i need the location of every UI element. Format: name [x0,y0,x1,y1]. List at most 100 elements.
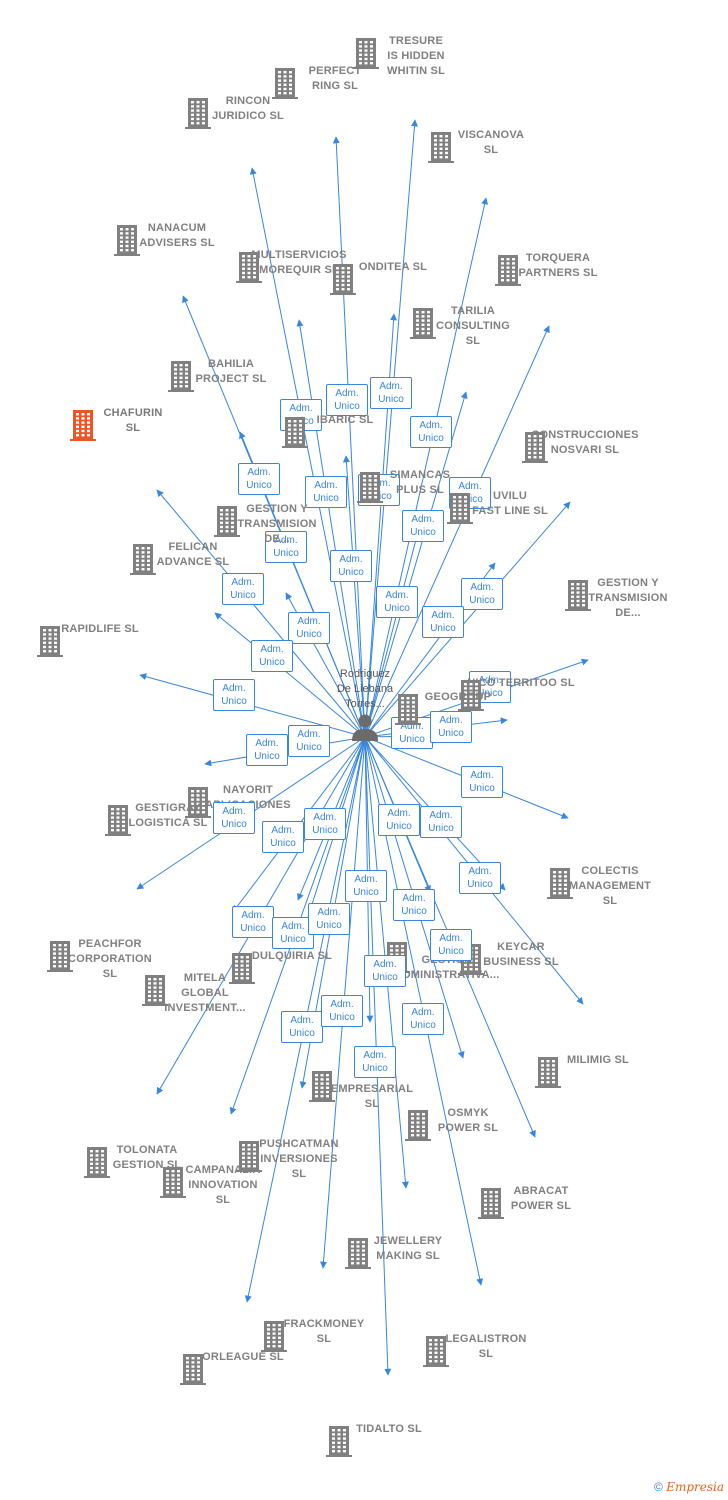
company-node-multiservicios[interactable]: MULTISERVICIOS MOREQUIR SL [234,248,364,283]
building-icon [105,805,131,836]
company-node-uvilu[interactable]: UVILU FAST LINE SL [445,489,575,524]
role-badge-tarilia[interactable]: Adm. Unico [402,510,444,542]
building-icon [130,544,156,575]
role-badge-dad-gestion[interactable]: Adm. Unico [420,806,462,838]
company-node-chafurin[interactable]: CHAFURIN SL [68,406,198,441]
company-node-legalistron[interactable]: LEGALISTRON SL [421,1332,551,1367]
role-badge-tolonata[interactable]: Adm. Unico [393,889,435,921]
company-node-frackmoney[interactable]: FRACKMONEY SL [259,1317,389,1352]
company-label: TORQUERA PARTNERS SL [518,252,598,279]
edge-multiservicios [296,319,366,738]
company-node-felican[interactable]: FELICAN ADVANCE SL [128,540,258,575]
company-node-tidalto[interactable]: TIDALTO SL [324,1422,454,1457]
company-node-tarilia[interactable]: TARILIA CONSULTING SL [408,304,538,349]
role-badge-chafurin[interactable]: Adm. Unico [222,573,264,605]
company-node-onditea[interactable]: ONDITEA SL [328,260,458,295]
company-label: GESTIGRAY LOGISTICA SL [128,802,208,829]
company-node-dulquiria[interactable]: DULQUIRIA SL [227,949,357,984]
company-label: FELICAN ADVANCE SL [156,541,230,568]
company-label: FRACKMONEY SL [283,1318,365,1345]
center-person-node[interactable]: Rodriguez De Liebana Torres... [310,667,420,747]
role-badge-keycar[interactable]: Adm. Unico [304,808,346,840]
role-badge-nayorit[interactable]: Adm. Unico [246,734,288,766]
role-badge-tresure[interactable]: Adm. Unico [370,377,412,409]
role-badge-osmyk[interactable]: Adm. Unico [308,903,350,935]
company-node-viscanova[interactable]: VISCANOVA SL [426,128,556,163]
edge-tarilia [364,391,468,738]
role-badge-bahilia[interactable]: Adm. Unico [265,531,307,563]
building-icon [547,868,573,899]
role-badge-construcciones[interactable]: Adm. Unico [461,578,503,610]
edge-ibaric [342,455,366,738]
company-node-milimig[interactable]: MILIMIG SL [533,1053,663,1088]
company-label: NANACUM ADVISERS SL [139,222,215,249]
role-badge-rm-empresarial[interactable]: Adm. Unico [345,870,387,902]
role-badge-mitela[interactable]: Adm. Unico [378,804,420,836]
edge-torquera [364,325,550,738]
person-name: Rodriguez De Liebana Torres... [336,668,394,710]
role-badge-colectis[interactable]: Adm. Unico [461,766,503,798]
role-badge-dulquiria[interactable]: Adm. Unico [262,821,304,853]
company-node-abracat[interactable]: ABRACAT POWER SL [476,1184,606,1219]
company-node-jewellery[interactable]: JEWELLERY MAKING SL [343,1234,473,1269]
company-node-osmyk[interactable]: OSMYK POWER SL [403,1106,533,1141]
role-badge-tidalto[interactable]: Adm. Unico [354,1046,396,1078]
company-node-gestigray[interactable]: GESTIGRAY LOGISTICA SL [103,801,233,836]
company-label: JEWELLERY MAKING SL [373,1235,443,1262]
role-badge-viscanova[interactable]: Adm. Unico [410,416,452,448]
company-node-orleague[interactable]: ORLEAGUE SL [178,1350,308,1385]
role-badge-uvilu[interactable]: Adm. Unico [422,606,464,638]
role-badge-legalistron[interactable]: Adm. Unico [321,995,363,1027]
role-badge-felican[interactable]: Adm. Unico [288,612,330,644]
company-node-gestion-trans-1[interactable]: GESTION Y TRANSMISION DE... [563,576,693,621]
company-node-torquera[interactable]: TORQUERA PARTNERS SL [493,251,623,286]
role-badge-ibaric[interactable]: Adm. Unico [330,550,372,582]
role-badge-orleague[interactable]: Adm. Unico [402,1003,444,1035]
company-node-rincon[interactable]: RINCON JURIDICO SL [183,94,313,129]
role-badge-gestigray[interactable]: Adm. Unico [288,725,330,757]
company-label: ONDITEA SL [358,261,428,273]
company-node-construcciones[interactable]: CONSTRUCCIONES NOSVARI SL [520,428,650,463]
role-badge-perfect-ring[interactable]: Adm. Unico [326,384,368,416]
company-label: MILIMIG SL [567,1054,629,1066]
role-badge-jewellery[interactable]: Adm. Unico [364,955,406,987]
company-node-tresure[interactable]: TRESURE IS HIDDEN WHITIN SL [351,34,481,79]
company-label: KEYCAR BUSINESS SL [483,941,559,968]
edge-viscanova [364,197,489,738]
company-label: MITELA GLOBAL INVESTMENT... [164,972,246,1014]
company-node-perfect-ring[interactable]: PERFECT RING SL [270,64,400,99]
company-node-ibaric[interactable]: IBARIC SL [280,413,410,448]
company-node-bahilia[interactable]: BAHILIA PROJECT SL [166,357,296,392]
role-badge-abracat[interactable]: Adm. Unico [430,929,472,961]
company-node-colectis[interactable]: COLECTIS MANAGEMENT SL [545,864,675,909]
role-badge-geogroup[interactable]: Adm. Unico [430,711,472,743]
role-badge-simancas[interactable]: Adm. Unico [376,586,418,618]
company-node-nanacum[interactable]: NANACUM ADVISERS SL [112,221,242,256]
company-node-pushcatman[interactable]: PUSHCATMAN INVERSIONES SL [234,1137,364,1182]
building-icon [423,1336,449,1367]
role-badge-milimig[interactable]: Adm. Unico [459,862,501,894]
role-badge-frackmoney[interactable]: Adm. Unico [281,1011,323,1043]
role-badge-nanacum[interactable]: Adm. Unico [238,463,280,495]
company-node-campanalia[interactable]: CAMPANALIA INNOVATION SL [158,1163,288,1208]
role-badge-multiservicios[interactable]: Adm. Unico [305,476,347,508]
company-node-peachfor[interactable]: PEACHFOR CORPORATION SL [45,937,175,982]
company-node-gestion-trans-2[interactable]: GESTION Y TRANSMISION DE... [212,502,342,547]
company-node-simancas[interactable]: SIMANCAS PLUS SL [355,468,485,503]
edge-tresure [364,119,418,738]
company-label: GESTION Y TRANSMISION DE... [237,503,317,545]
company-node-nicoterritoo[interactable]: NICO TERRITOO SL [456,676,586,711]
company-node-rapidlife[interactable]: RAPIDLIFE SL [35,622,165,657]
company-node-mitela[interactable]: MITELA GLOBAL INVESTMENT... [140,971,270,1016]
role-badge-campanalia[interactable]: Adm. Unico [232,906,274,938]
role-badge-gestion-trans-2[interactable]: Adm. Unico [251,640,293,672]
role-badge-peachfor[interactable]: Adm. Unico [213,802,255,834]
brand-footer: © Empresia [654,1480,724,1494]
edge-rincon [249,167,366,738]
building-icon [458,680,484,711]
building-icon [261,1321,287,1352]
company-node-tolonata[interactable]: TOLONATA GESTION SL [82,1143,212,1178]
company-node-geogroup[interactable]: GEOGROUP [393,690,523,725]
role-badge-rapidlife[interactable]: Adm. Unico [213,679,255,711]
building-icon [114,225,140,256]
